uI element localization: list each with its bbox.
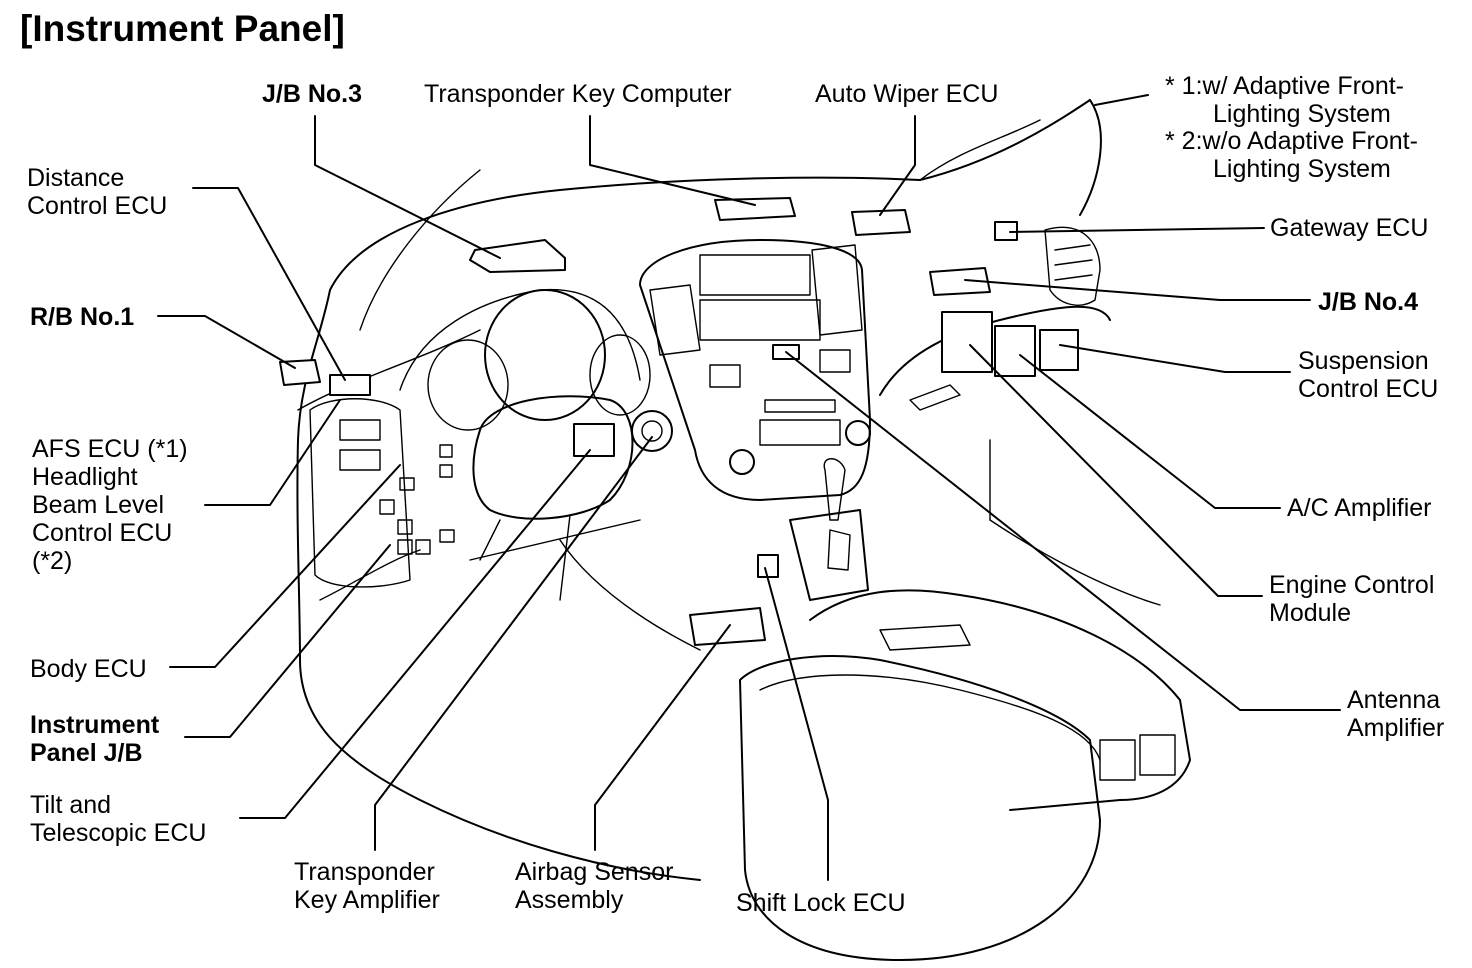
label-rb-no1: R/B No.1: [30, 303, 135, 331]
label-instrument-panel-jb: Instrument Panel J/B: [30, 711, 160, 767]
label-jb-no3: J/B No.3: [262, 80, 363, 108]
label-transponder-key-amplifier: Transponder Key Amplifier: [294, 858, 440, 914]
note-2-line1: * 2:w/o Adaptive Front-: [1165, 127, 1418, 155]
left-vent-switch-stack: [309, 398, 455, 588]
distance-control-ecu-part: [329, 374, 371, 396]
steering-wheel: [472, 395, 634, 601]
label-distance-control-ecu: Distance Control ECU: [27, 164, 168, 220]
note-1-line2: Lighting System: [1213, 100, 1391, 128]
leader-lines: [157, 94, 1341, 881]
label-auto-wiper-ecu: Auto Wiper ECU: [815, 80, 999, 108]
shift-lock-ecu-part: [757, 554, 779, 578]
label-ac-amplifier: A/C Amplifier: [1287, 494, 1432, 522]
label-tilt-telescopic-ecu: Tilt and Telescopic ECU: [30, 791, 207, 847]
label-gateway-ecu: Gateway ECU: [1270, 214, 1429, 242]
label-airbag-sensor-assembly: Airbag Sensor Assembly: [515, 858, 674, 914]
jb-no4-part: [929, 267, 991, 296]
label-afs-ecu: AFS ECU (*1) Headlight Beam Level Contro…: [32, 435, 188, 575]
page-title: [Instrument Panel]: [20, 8, 345, 49]
right-vent: [909, 226, 1101, 411]
gauge-cluster: [399, 288, 651, 431]
component-boxes: [279, 197, 1079, 646]
jb-no3-part: [469, 239, 566, 273]
note-1-line1: * 1:w/ Adaptive Front-: [1165, 72, 1405, 100]
transponder-key-computer-part: [714, 197, 796, 221]
center-stack: [639, 239, 871, 501]
label-jb-no4: J/B No.4: [1318, 288, 1419, 316]
center-console: [739, 589, 1191, 961]
auto-wiper-ecu-part: [851, 209, 911, 236]
label-transponder-key-computer: Transponder Key Computer: [424, 80, 732, 108]
note-2-line2: Lighting System: [1213, 155, 1391, 183]
label-body-ecu: Body ECU: [30, 655, 147, 683]
label-engine-control-module: Engine Control Module: [1269, 571, 1435, 627]
label-shift-lock-ecu: Shift Lock ECU: [736, 889, 906, 917]
shift-lever: [789, 458, 869, 601]
airbag-sensor-part: [689, 607, 766, 646]
label-suspension-control-ecu: Suspension Control ECU: [1298, 347, 1439, 403]
dashboard-outline: [296, 99, 1161, 881]
ac-amplifier-part: [994, 325, 1036, 377]
engine-control-module-part: [941, 311, 993, 373]
ignition-switch: [631, 410, 673, 452]
label-antenna-amplifier: Antenna Amplifier: [1347, 686, 1445, 742]
suspension-control-ecu-part: [1039, 329, 1079, 371]
